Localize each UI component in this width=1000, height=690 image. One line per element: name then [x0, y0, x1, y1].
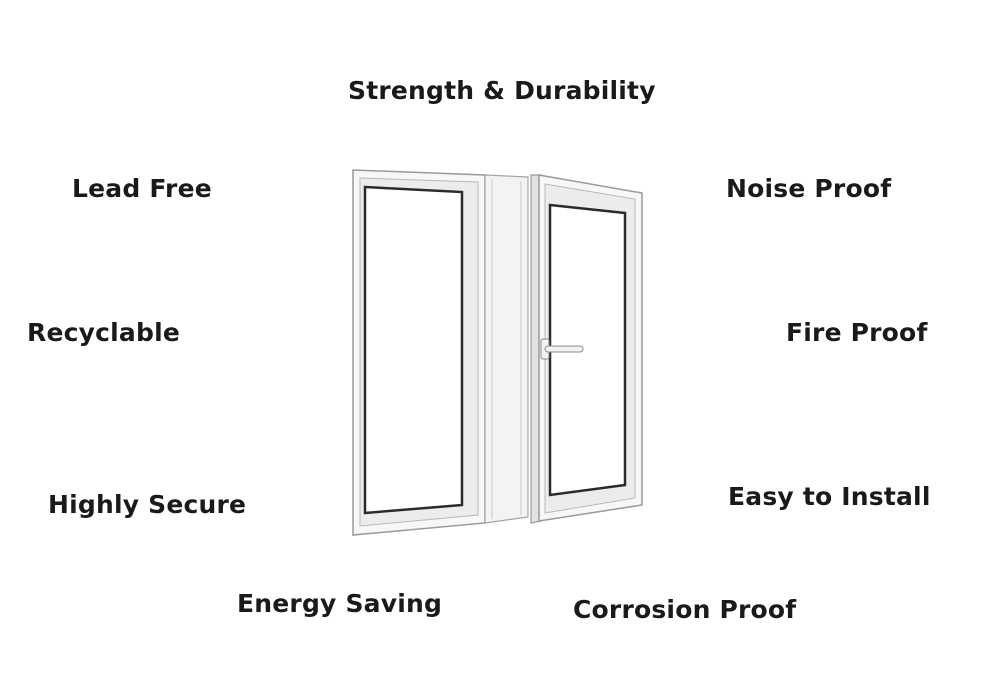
feature-strength-durability: Strength & Durability	[348, 76, 656, 105]
feature-highly-secure: Highly Secure	[48, 490, 247, 519]
handle-lever	[544, 345, 584, 353]
left-sash	[352, 169, 529, 536]
right-glass	[548, 203, 627, 497]
feature-fire-proof: Fire Proof	[786, 318, 928, 347]
mullion	[484, 174, 529, 524]
feature-energy-saving: Energy Saving	[237, 589, 443, 618]
feature-corrosion-proof: Corrosion Proof	[573, 595, 797, 624]
feature-lead-free: Lead Free	[72, 174, 212, 203]
feature-noise-proof: Noise Proof	[726, 174, 892, 203]
window-illustration	[352, 169, 643, 536]
right-sash	[530, 174, 643, 524]
feature-recyclable: Recyclable	[27, 318, 181, 347]
feature-easy-to-install: Easy to Install	[728, 482, 931, 511]
left-glass	[363, 185, 464, 515]
